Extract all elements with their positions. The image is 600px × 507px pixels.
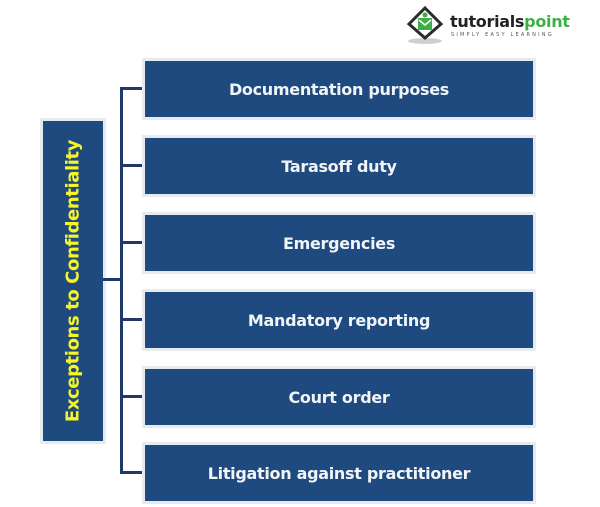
- root-node: Exceptions to Confidentiality: [40, 118, 106, 444]
- node-label: Documentation purposes: [228, 79, 450, 99]
- logo-icon: [406, 6, 444, 44]
- node-mandatory-reporting: Mandatory reporting: [142, 289, 536, 351]
- logo-wordmark: tutorialspoint: [450, 12, 570, 31]
- node-emergencies: Emergencies: [142, 212, 536, 274]
- branch-connector: [120, 395, 144, 398]
- node-label: Litigation against practitioner: [207, 463, 471, 483]
- vertical-spine: [120, 87, 123, 473]
- node-documentation-purposes: Documentation purposes: [142, 58, 536, 120]
- branch-connector: [120, 318, 144, 321]
- node-label: Tarasoff duty: [281, 156, 397, 176]
- logo-text-tutorials: tutorials: [450, 12, 525, 31]
- root-node-label: Exceptions to Confidentiality: [62, 139, 84, 423]
- tutorialspoint-logo: tutorialspoint SIMPLY EASY LEARNING: [405, 6, 570, 46]
- branch-connector: [120, 241, 144, 244]
- node-label: Court order: [288, 387, 390, 407]
- node-litigation-against-practitioner: Litigation against practitioner: [142, 442, 536, 504]
- root-connector: [103, 278, 123, 281]
- branch-connector: [120, 87, 144, 90]
- logo-text-point: point: [524, 12, 570, 31]
- node-label: Mandatory reporting: [247, 310, 431, 330]
- node-tarasoff-duty: Tarasoff duty: [142, 135, 536, 197]
- branch-connector: [120, 471, 144, 474]
- branch-connector: [120, 164, 144, 167]
- logo-tagline: SIMPLY EASY LEARNING: [451, 32, 554, 38]
- node-court-order: Court order: [142, 366, 536, 428]
- node-label: Emergencies: [282, 233, 396, 253]
